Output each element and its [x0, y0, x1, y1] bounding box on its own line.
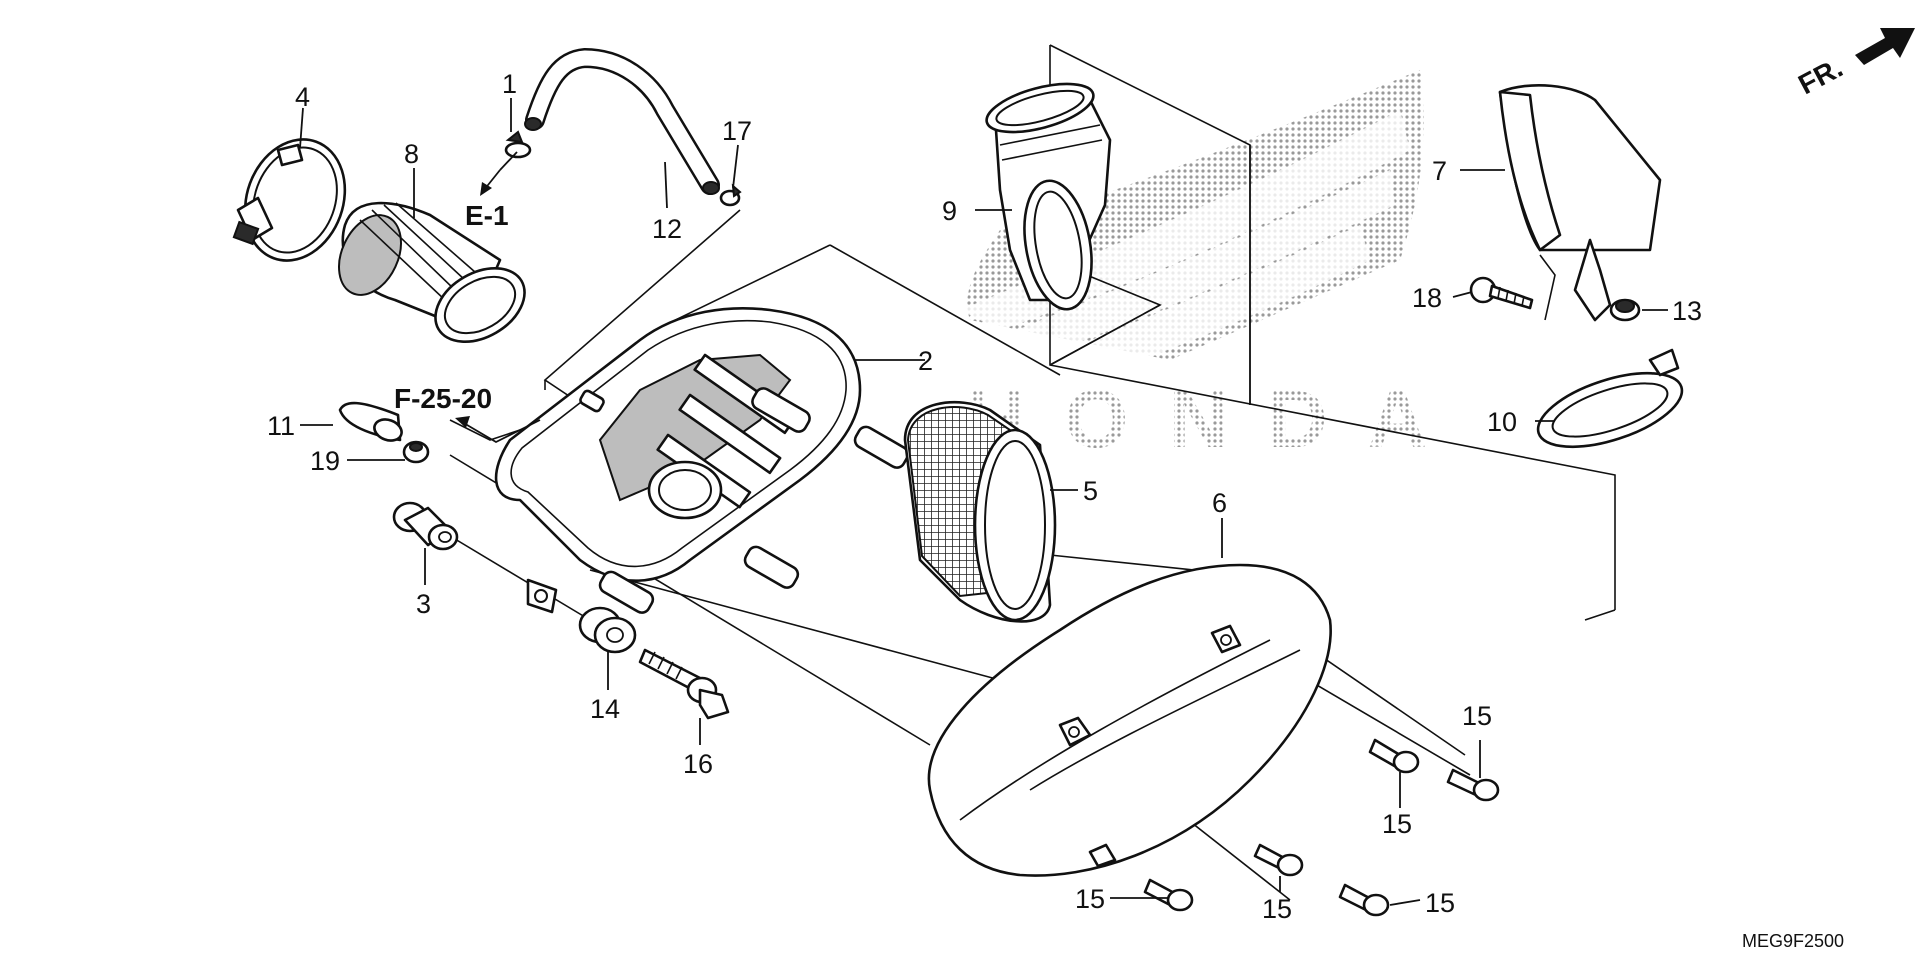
callout-5: 5	[1083, 476, 1098, 506]
callout-1: 1	[502, 69, 517, 99]
direction-indicator: FR.	[1793, 28, 1915, 100]
callout-15-d: 15	[1262, 894, 1292, 924]
callout-4: 4	[295, 82, 310, 112]
screw-15-a	[1368, 738, 1420, 774]
tube-clip-17	[719, 183, 742, 207]
ref-label-f: F-25-20	[394, 383, 492, 414]
callout-17: 17	[722, 116, 752, 146]
callout-2: 2	[918, 346, 933, 376]
screw-15-c	[1143, 878, 1194, 912]
callout-13: 13	[1672, 296, 1702, 326]
duct-seal	[1536, 348, 1684, 449]
leader-lines	[299, 98, 1668, 906]
drain-plug	[338, 401, 403, 442]
callout-12: 12	[652, 214, 682, 244]
screw-15-d	[1253, 843, 1304, 877]
front-duct	[1498, 84, 1662, 322]
air-cleaner-cover	[927, 563, 1332, 877]
callout-15-b: 15	[1382, 809, 1412, 839]
callout-15-e: 15	[1425, 888, 1455, 918]
screw-15-b	[1446, 768, 1500, 802]
arrow-right-icon	[1855, 28, 1915, 65]
flange-nut	[1609, 298, 1641, 322]
callout-6: 6	[1212, 488, 1227, 518]
mounting-collar	[392, 501, 459, 551]
callout-10: 10	[1487, 407, 1517, 437]
band-clamp	[232, 138, 347, 262]
callout-3: 3	[416, 589, 431, 619]
callout-14: 14	[590, 694, 620, 724]
ref-arrow-e	[480, 169, 501, 196]
air-cleaner-housing	[494, 307, 910, 614]
ref-label-e: E-1	[465, 200, 509, 231]
screw-15-e	[1338, 883, 1390, 917]
tapping-screw	[1469, 276, 1534, 310]
callout-15-a: 15	[1462, 701, 1492, 731]
rubber-grommet	[578, 606, 637, 654]
callout-19: 19	[310, 446, 340, 476]
callout-9: 9	[942, 196, 957, 226]
inlet-duct	[985, 82, 1112, 311]
intake-boot	[338, 201, 526, 343]
drain-clip	[402, 440, 430, 464]
flange-bolt	[638, 648, 730, 720]
callout-16: 16	[683, 749, 713, 779]
air-filter-element	[903, 400, 1057, 623]
direction-label: FR.	[1793, 52, 1847, 101]
ref-arrow-f	[455, 416, 541, 444]
callout-15-c: 15	[1075, 884, 1105, 914]
breather-tube	[524, 47, 720, 195]
callout-18: 18	[1412, 283, 1442, 313]
callout-8: 8	[404, 139, 419, 169]
tube-clip-1	[504, 130, 532, 159]
diagram-code: MEG9F2500	[1742, 931, 1844, 951]
callout-labels: 1 2 3 4 5 6 7 8 9 10 11 12 13 14 15 15 1…	[267, 69, 1702, 924]
callout-7: 7	[1432, 156, 1447, 186]
callout-11: 11	[267, 411, 295, 441]
